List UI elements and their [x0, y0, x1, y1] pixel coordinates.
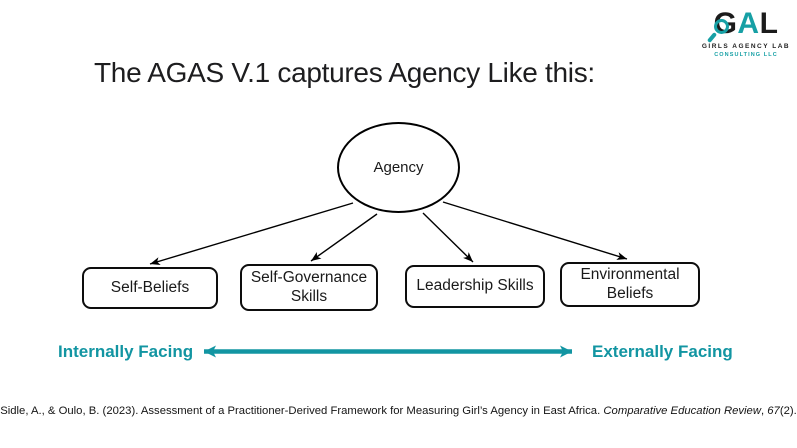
arrow-agency-to-environmental: [442, 201, 628, 260]
construct-box-leadership-skills: Leadership Skills: [405, 265, 545, 308]
citation-authors-title: Sidle, A., & Oulo, B. (2023). Assessment…: [0, 405, 604, 417]
logo-org-name: GIRLS AGENCY LAB: [701, 43, 791, 50]
externally-facing-label: Externally Facing: [592, 342, 733, 361]
construct-label: Leadership Skills: [416, 277, 534, 295]
arrow-agency-to-leadership: [422, 212, 474, 263]
gal-wordmark: GAL: [706, 7, 779, 43]
construct-box-environmental-beliefs: Environmental Beliefs: [560, 262, 700, 307]
construct-label: Self-Governance Skills: [250, 268, 368, 305]
citation-separator: ,: [760, 405, 768, 417]
page-title: The AGAS V.1 captures Agency Like this:: [94, 57, 595, 88]
logo-letter-l: L: [759, 7, 779, 40]
arrow-agency-to-self-beliefs: [149, 202, 354, 265]
construct-label: Environmental Beliefs: [580, 265, 680, 302]
magnifying-glass-icon: [713, 19, 729, 34]
citation: Sidle, A., & Oulo, B. (2023). Assessment…: [0, 405, 797, 417]
citation-issue: (2).: [779, 405, 797, 417]
agency-node-label: Agency: [373, 159, 424, 176]
agency-node: Agency: [337, 122, 460, 213]
citation-volume: 67: [767, 405, 780, 417]
internally-facing-label: Internally Facing: [58, 342, 194, 361]
construct-label: Self-Beliefs: [110, 278, 190, 296]
logo-letter-a: A: [737, 7, 760, 40]
arrow-agency-to-self-governance: [310, 213, 378, 262]
logo-org-subtitle: CONSULTING LLC: [714, 52, 778, 58]
girls-agency-lab-logo: GAL GIRLS AGENCY LAB CONSULTING LLC: [700, 7, 792, 59]
construct-box-self-beliefs: Self-Beliefs: [82, 267, 218, 309]
construct-box-self-governance-skills: Self-Governance Skills: [240, 264, 378, 311]
citation-journal: Comparative Education Review: [603, 405, 761, 417]
